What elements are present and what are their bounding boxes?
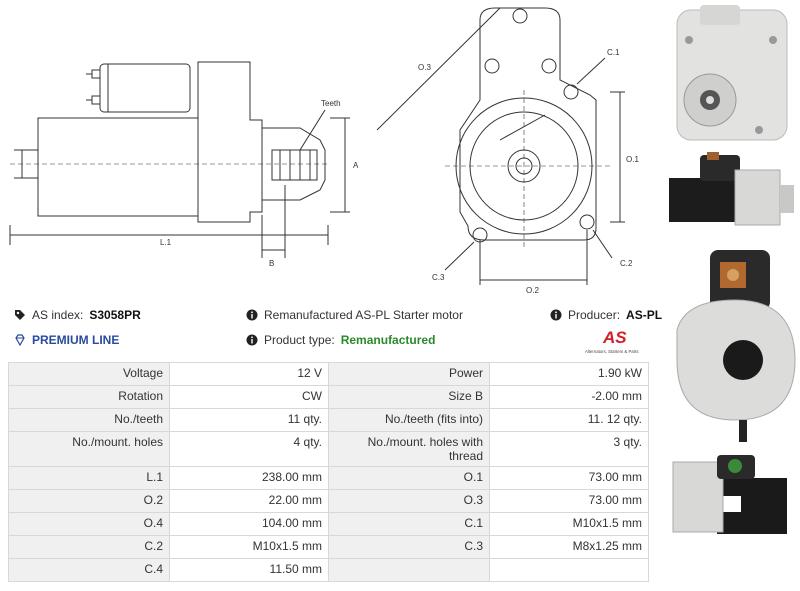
product-type: Product type: Remanufactured — [246, 333, 435, 347]
spec-label: No./teeth — [8, 408, 170, 432]
spec-value: M8x1.25 mm — [489, 535, 649, 559]
spec-label: C.2 — [8, 535, 170, 559]
spec-value: 238.00 mm — [169, 466, 329, 490]
spec-label: O.4 — [8, 512, 170, 536]
photo-rear-view — [676, 250, 796, 442]
spec-label: C.1 — [328, 512, 490, 536]
photo-side-view — [669, 152, 794, 226]
info-icon — [246, 334, 258, 346]
spec-value: CW — [169, 385, 329, 409]
product-info: AS index: S3058PR PREMIUM LINE Remanufac… — [12, 305, 662, 355]
spec-value: -2.00 mm — [489, 385, 649, 409]
spec-value: 4 qty. — [169, 431, 329, 467]
spec-label: Rotation — [8, 385, 170, 409]
as-index-label: AS index: — [32, 308, 84, 322]
dim-c1-label: C.1 — [607, 48, 620, 57]
spec-value: 73.00 mm — [489, 466, 649, 490]
spec-label: Voltage — [8, 362, 170, 386]
spec-label: C.4 — [8, 558, 170, 582]
spec-value: 11.50 mm — [169, 558, 329, 582]
tag-icon — [15, 310, 25, 320]
spec-label: L.1 — [8, 466, 170, 490]
producer-label: Producer: — [568, 308, 621, 322]
spec-label: No./teeth (fits into) — [328, 408, 490, 432]
spec-label: Power — [328, 362, 490, 386]
spec-label: No./mount. holes with thread — [328, 431, 490, 467]
dim-c3-label: C.3 — [432, 273, 445, 282]
dim-o1-label: O.1 — [626, 155, 639, 164]
spec-label: O.3 — [328, 489, 490, 513]
producer: Producer: AS-PL — [550, 308, 662, 322]
product-type-label: Product type: — [264, 333, 335, 347]
spec-label: C.3 — [328, 535, 490, 559]
dim-o2-label: O.2 — [526, 286, 539, 295]
premium-line-label: PREMIUM LINE — [32, 333, 120, 347]
technical-drawing: Teeth A B L.1 O.3 C.1 O.1 C.2 C.3 O.2 — [9, 7, 639, 295]
spec-value — [489, 558, 649, 582]
spec-value: 12 V — [169, 362, 329, 386]
spec-value: 104.00 mm — [169, 512, 329, 536]
spec-value: 1.90 kW — [489, 362, 649, 386]
spec-label: O.1 — [328, 466, 490, 490]
as-pl-logo: AS Alternators, Starters & Parts — [585, 328, 639, 354]
as-index: AS index: S3058PR — [14, 308, 141, 322]
info-icon — [246, 309, 258, 321]
svg-text:AS: AS — [602, 328, 627, 347]
dim-o3-label: O.3 — [418, 63, 431, 72]
description: Remanufactured AS-PL Starter motor — [246, 308, 463, 322]
spec-label: O.2 — [8, 489, 170, 513]
producer-value: AS-PL — [626, 308, 663, 322]
svg-text:Alternators, Starters & Parts: Alternators, Starters & Parts — [585, 349, 639, 354]
photo-labeled-side — [672, 455, 787, 534]
spec-label: Size B — [328, 385, 490, 409]
teeth-label: Teeth — [321, 99, 341, 108]
spec-value: 3 qty. — [489, 431, 649, 467]
premium-line: PREMIUM LINE — [14, 333, 119, 347]
product-photos — [669, 5, 796, 534]
spec-value: 11 qty. — [169, 408, 329, 432]
dim-b-label: B — [269, 259, 274, 268]
diamond-icon — [15, 334, 25, 346]
product-type-value: Remanufactured — [340, 333, 436, 347]
spec-value: 22.00 mm — [169, 489, 329, 513]
spec-value: M10x1.5 mm — [169, 535, 329, 559]
spec-value: M10x1.5 mm — [489, 512, 649, 536]
dim-c2-label: C.2 — [620, 259, 633, 268]
spec-label: No./mount. holes — [8, 431, 170, 467]
info-icon — [550, 309, 562, 321]
as-index-value: S3058PR — [89, 308, 141, 322]
spec-label — [328, 558, 490, 582]
description-text: Remanufactured AS-PL Starter motor — [264, 308, 463, 322]
photo-front-view — [676, 5, 788, 141]
dim-l1-label: L.1 — [160, 238, 172, 247]
dim-a-label: A — [353, 161, 359, 170]
spec-value: 73.00 mm — [489, 489, 649, 513]
spec-value: 11. 12 qty. — [489, 408, 649, 432]
